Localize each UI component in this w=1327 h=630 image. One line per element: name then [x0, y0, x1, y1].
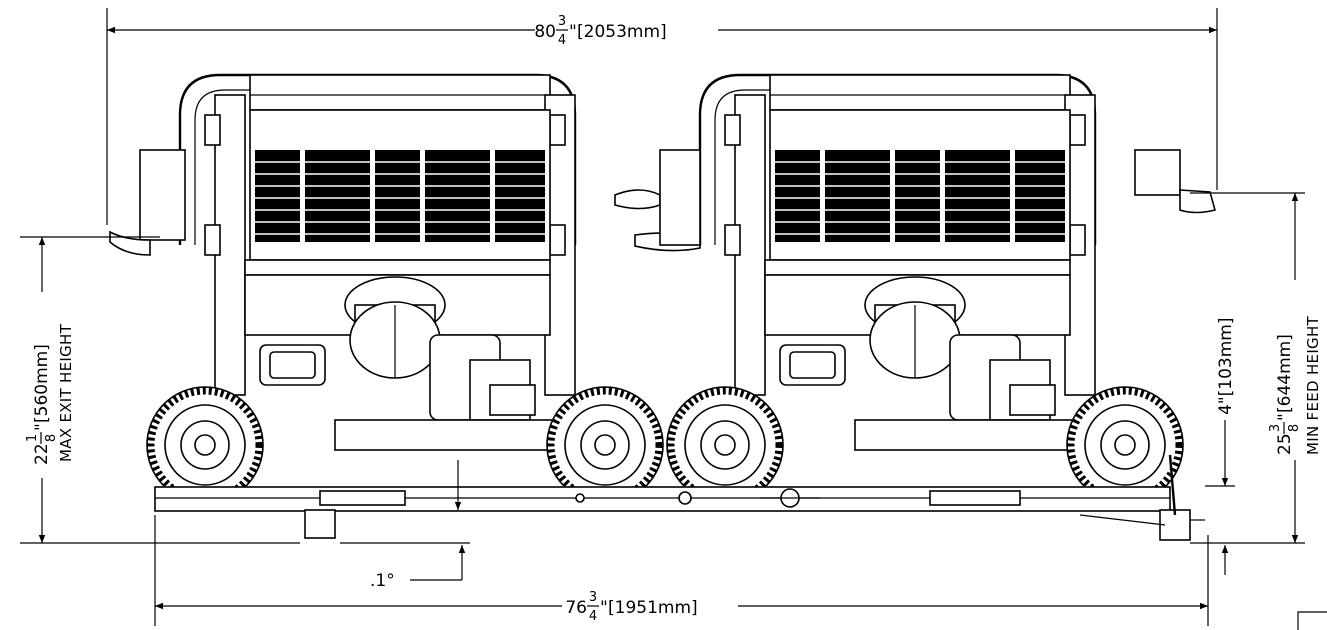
dim-frame-offset-text: 4"[103mm] [1216, 318, 1236, 415]
dim-angle: .1° [370, 460, 466, 591]
dim-feed-den: 8 [1287, 424, 1302, 432]
machine-unit-left [109, 75, 663, 503]
machine-unit-right [667, 75, 1216, 503]
label-min-feed-height: MIN FEED HEIGHT [1304, 315, 1322, 455]
dim-exit-whole: 22 [32, 443, 52, 465]
dim-wheelbase-den: 4 [589, 609, 597, 624]
dim-feed-whole: 25 [1275, 433, 1295, 455]
label-max-exit-height: MAX EXIT HEIGHT [57, 323, 75, 462]
dim-wheelbase-width: 76 3 4 " [1951mm] [155, 590, 1208, 624]
dim-exit-metric: [560mm] [32, 344, 52, 423]
dim-overall-den: 4 [558, 33, 566, 48]
dim-angle-text: .1° [370, 571, 395, 591]
coupling-handles [614, 149, 701, 252]
dim-max-exit-height: 22 1 8 " [560mm] MAX EXIT HEIGHT [25, 237, 75, 543]
dim-wheelbase-unit: " [600, 598, 608, 618]
dim-wheelbase-num: 3 [589, 590, 597, 605]
sheet-border-fragment [1297, 611, 1327, 630]
dim-feed-num: 3 [1268, 424, 1283, 432]
dim-exit-den: 8 [44, 434, 59, 442]
dim-overall-whole: 80 [534, 22, 556, 42]
dim-min-feed-height: 25 3 8 " [644mm] MIN FEED HEIGHT [1268, 193, 1322, 543]
dim-feed-unit: " [1275, 413, 1295, 421]
dim-overall-metric: [2053mm] [577, 22, 667, 42]
reference-lines [20, 8, 1305, 626]
dim-feed-metric: [644mm] [1275, 334, 1295, 413]
dim-overall-num: 3 [558, 14, 566, 29]
dim-overall-width: 80 3 4 " [2053mm] [107, 14, 1217, 48]
dim-wheelbase-metric: [1951mm] [608, 598, 698, 618]
dim-frame-offset: 4"[103mm] [1216, 318, 1236, 575]
dim-exit-unit: " [32, 423, 52, 431]
dim-overall-unit: " [569, 22, 577, 42]
dim-wheelbase-whole: 76 [565, 598, 587, 618]
dim-exit-num: 1 [25, 434, 40, 442]
base-frame [154, 454, 1205, 541]
